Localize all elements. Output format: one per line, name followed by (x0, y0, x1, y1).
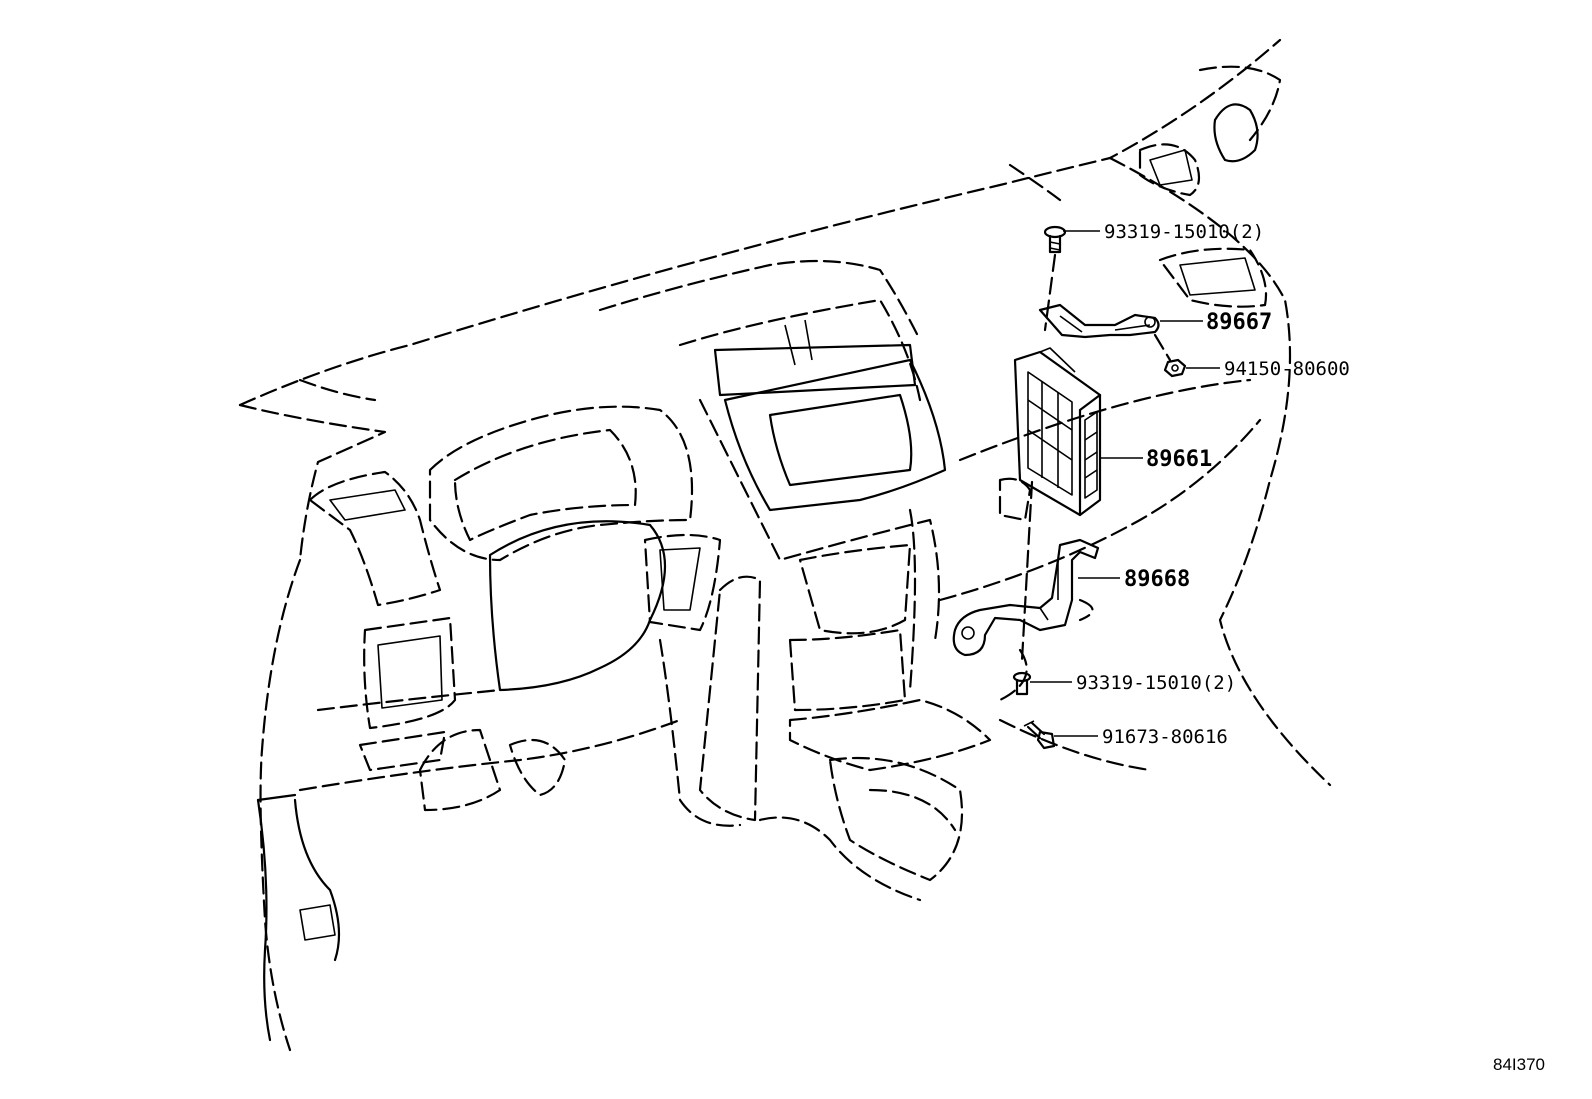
left-vent (308, 470, 457, 772)
callout-bracket-upper: 89667 (1206, 310, 1272, 335)
callout-bracket-lower: 89668 (1124, 567, 1190, 592)
flange-bolt-icon (1023, 720, 1056, 750)
alignment-line-nut (1153, 333, 1172, 362)
instrument-cluster (418, 405, 722, 812)
center-stack (598, 259, 992, 902)
dashboard-outline (238, 38, 1332, 1052)
callout-bolt-lower: 93319-15010(2) (1076, 672, 1236, 694)
callout-bolt-top: 93319-15010(2) (1104, 221, 1264, 243)
bolt-top-icon (1043, 225, 1067, 254)
alignment-line-middle (1020, 480, 1034, 662)
callout-bolt-bottom: 91673-80616 (1102, 726, 1228, 748)
bolt-lower-icon (1012, 671, 1032, 696)
leader-lines (1030, 230, 1220, 737)
callout-ecu: 89661 (1146, 447, 1212, 472)
illustration-reference-number: 84I370 (1493, 1055, 1545, 1074)
bracket-lower-icon (952, 538, 1100, 657)
lower-left-pillar (256, 688, 682, 1042)
nut-icon (1163, 358, 1187, 378)
bracket-upper-icon (1038, 303, 1160, 339)
callout-nut: 94150-80600 (1224, 358, 1350, 380)
ecu-module-icon (1013, 347, 1102, 517)
right-vent (998, 103, 1268, 522)
